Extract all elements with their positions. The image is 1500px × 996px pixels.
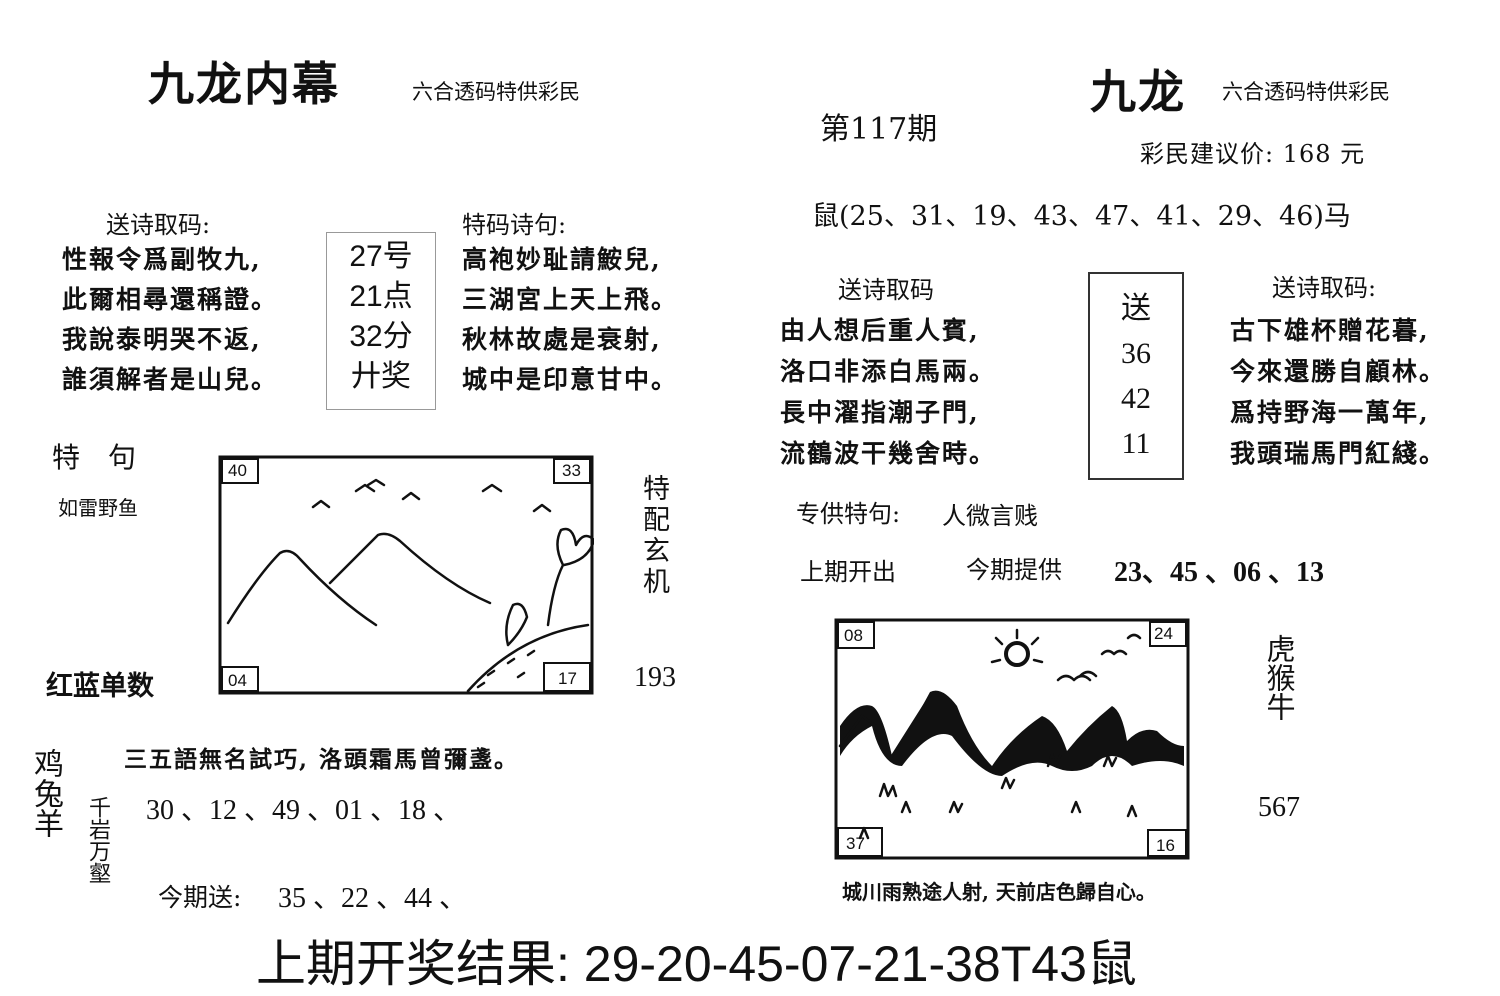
right-send-poem-b: 古下雄杯贈花暮, 今來還勝自顧林。 爲持野海一萬年, 我頭瑞馬門紅綫。 [1230, 310, 1446, 474]
poem-line: 洛口非添白馬兩。 [780, 357, 997, 386]
this-issue-numbers: 23、45 、06 、13 [1114, 557, 1325, 588]
right-special-phrase: 人微言贱 [942, 502, 1038, 530]
this-issue-label: 今期提供 [966, 556, 1062, 584]
left-today-numbers: 35 、22 、44 、 [278, 883, 468, 914]
poem-line: 我頭瑞馬門紅綫。 [1230, 439, 1447, 468]
left-vertical-text: 特配玄机 [638, 474, 669, 598]
left-title: 九龙内幕 [148, 57, 340, 111]
poem-line: 長中濯指潮子門, [780, 398, 980, 427]
right-picture: 08 24 37 16 [832, 616, 1192, 864]
left-number-box: 27号 21点 32分 廾奖 [326, 232, 436, 410]
mountain-sketch-left [218, 455, 596, 695]
left-special-poem-label: 特码诗句: [462, 211, 567, 239]
last-issue-label: 上期开出 [800, 558, 896, 586]
right-send-poem-a: 由人想后重人賓, 洛口非添白馬兩。 長中濯指潮子門, 流鶴波干幾舍時。 [780, 310, 996, 474]
box-line: 27号 [349, 240, 413, 273]
poem-line: 誰須解者是山兒。 [62, 365, 279, 394]
picture-corner-bottom-right: 17 [558, 669, 577, 688]
left-picture: 40 33 04 17 [218, 455, 596, 695]
left-send-poem: 性報令爲副牧九, 此爾相尋還稱證。 我說泰明哭不返, 誰須解者是山兒。 [62, 240, 278, 400]
box-line: 42 [1121, 382, 1151, 415]
box-line: 36 [1121, 337, 1151, 370]
last-result: 上期开奖结果: 29-20-45-07-21-38T43鼠 [256, 936, 1137, 992]
left-special-poem: 高袍妙耻請鮟兒, 三湖宮上天上飛。 秋林故處是衰射, 城中是印意甘中。 [462, 240, 678, 400]
right-special-label: 专供特句: [796, 500, 901, 528]
right-send-poem-label-b: 送诗取码: [1272, 274, 1377, 302]
poem-line: 秋林故處是衰射, [462, 325, 662, 354]
box-line: 32分 [349, 320, 413, 353]
right-send-box: 送 36 42 11 [1088, 272, 1184, 480]
left-special-label: 特 句 [52, 441, 137, 474]
poem-line: 三湖宮上天上飛。 [462, 285, 679, 314]
poem-line: 我說泰明哭不返, [62, 325, 262, 354]
left-animals: 鸡兔羊 [28, 748, 63, 838]
picture-corner-top-right: 33 [562, 461, 581, 480]
box-line: 21点 [349, 280, 413, 313]
poem-line: 爲持野海一萬年, [1230, 398, 1430, 427]
right-animals: 虎猴牛 [1262, 634, 1296, 721]
left-subtitle: 六合透码特供彩民 [412, 80, 580, 104]
box-line: 11 [1121, 427, 1151, 460]
picture-corner-bottom-left: 37 [846, 834, 865, 853]
right-subtitle: 六合透码特供彩民 [1222, 80, 1390, 104]
left-phrase-vertical: 千岩万壑 [85, 796, 110, 884]
picture-corner-top-right: 24 [1154, 624, 1173, 643]
left-red-blue: 红蓝单数 [46, 671, 154, 702]
poem-line: 城中是印意甘中。 [462, 365, 679, 394]
poem-line: 性報令爲副牧九, [62, 245, 262, 274]
poem-line: 由人想后重人賓, [780, 316, 980, 345]
picture-corner-bottom-left: 04 [228, 671, 247, 690]
right-title: 九龙 [1090, 65, 1186, 119]
left-sentence: 三五語無名試巧, 洛頭霜馬曾彌盞。 [124, 746, 520, 773]
poem-line: 今來還勝自顧林。 [1230, 357, 1447, 386]
price: 彩民建议价: 168 元 [1140, 140, 1366, 168]
left-numbers: 30 、12 、49 、01 、18 、 [146, 795, 462, 826]
left-side-number: 193 [634, 662, 676, 693]
poem-line: 高袍妙耻請鮟兒, [462, 245, 662, 274]
issue-number: 第117期 [820, 112, 938, 147]
rat-horse-line: 鼠(25、31、19、43、47、41、29、46)马 [812, 201, 1351, 232]
left-special-phrase: 如雷野鱼 [58, 496, 138, 520]
picture-corner-bottom-right: 16 [1156, 836, 1175, 855]
box-line: 送 [1121, 292, 1151, 325]
picture-corner-top-left: 08 [844, 626, 863, 645]
poem-line: 古下雄杯贈花暮, [1230, 316, 1430, 345]
left-send-poem-label: 送诗取码: [106, 211, 211, 239]
right-send-poem-label-a: 送诗取码 [838, 276, 934, 304]
poem-line: 流鶴波干幾舍時。 [780, 439, 997, 468]
left-today-label: 今期送: [158, 883, 242, 912]
box-line: 廾奖 [351, 360, 411, 393]
poem-line: 此爾相尋還稱證。 [62, 285, 279, 314]
picture-corner-top-left: 40 [228, 461, 247, 480]
right-caption: 城川雨熟途人射, 天前店色歸自心。 [842, 880, 1156, 904]
right-side-number: 567 [1258, 792, 1300, 823]
mountain-sketch-right [834, 618, 1190, 860]
